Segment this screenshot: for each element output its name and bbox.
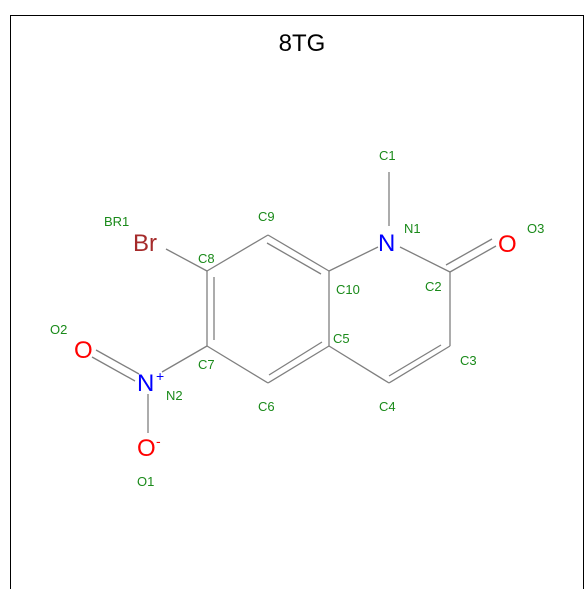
atom-labels: C1 N1 O3 C9 BR1 C8 C10 C2 C5 C3 C7 O2 N2… [50, 148, 544, 489]
bond-c7-c6 [206, 345, 269, 384]
label-o1: O1 [137, 474, 154, 489]
label-c7: C7 [198, 357, 215, 372]
bond-c7-n2 [161, 345, 208, 373]
bond-n1-c2 [399, 246, 451, 273]
bonds [91, 172, 497, 433]
label-o2: O2 [50, 322, 67, 337]
label-n2: N2 [166, 388, 183, 403]
label-c5: C5 [333, 331, 350, 346]
label-c1: C1 [379, 148, 396, 163]
bond-c2-o3-a [449, 245, 497, 273]
bond-c6-c5-b [268, 341, 323, 376]
bond-c3-c4-a [388, 345, 451, 384]
atom-o2: O [74, 337, 93, 364]
bond-n2-o2-b [91, 356, 136, 382]
atom-o3: O [498, 231, 517, 258]
bond-c9-c8 [206, 234, 269, 272]
label-c10: C10 [336, 282, 360, 297]
atom-symbols: N O Br N + O O - [74, 230, 517, 462]
label-c3: C3 [460, 353, 477, 368]
bond-c6-c5-a [267, 345, 330, 384]
label-c2: C2 [425, 279, 442, 294]
label-br1: BR1 [104, 214, 129, 229]
label-o3: O3 [527, 221, 544, 236]
atom-o1-charge: - [156, 433, 161, 449]
atom-n2-charge: + [156, 368, 164, 384]
bond-c2-o3-b [445, 238, 493, 266]
label-c9: C9 [258, 209, 275, 224]
label-c8: C8 [198, 251, 215, 266]
bond-c10-c9-a [267, 234, 330, 272]
bond-c10-c9-b [266, 242, 322, 275]
atom-n1: N [378, 230, 395, 257]
atom-n2: N [137, 370, 154, 397]
label-c4: C4 [379, 399, 396, 414]
label-n1: N1 [404, 221, 421, 236]
bond-c4-c5 [328, 345, 390, 384]
molecule-title: 8TG [278, 30, 326, 57]
bond-n2-o2-a [95, 349, 140, 375]
atom-o1: O [137, 435, 156, 462]
bond-c8-br [165, 248, 208, 272]
atom-br: Br [133, 230, 157, 257]
label-c6: C6 [258, 399, 275, 414]
bond-c3-c4-b [388, 344, 442, 377]
bond-n1-c10 [328, 246, 379, 272]
